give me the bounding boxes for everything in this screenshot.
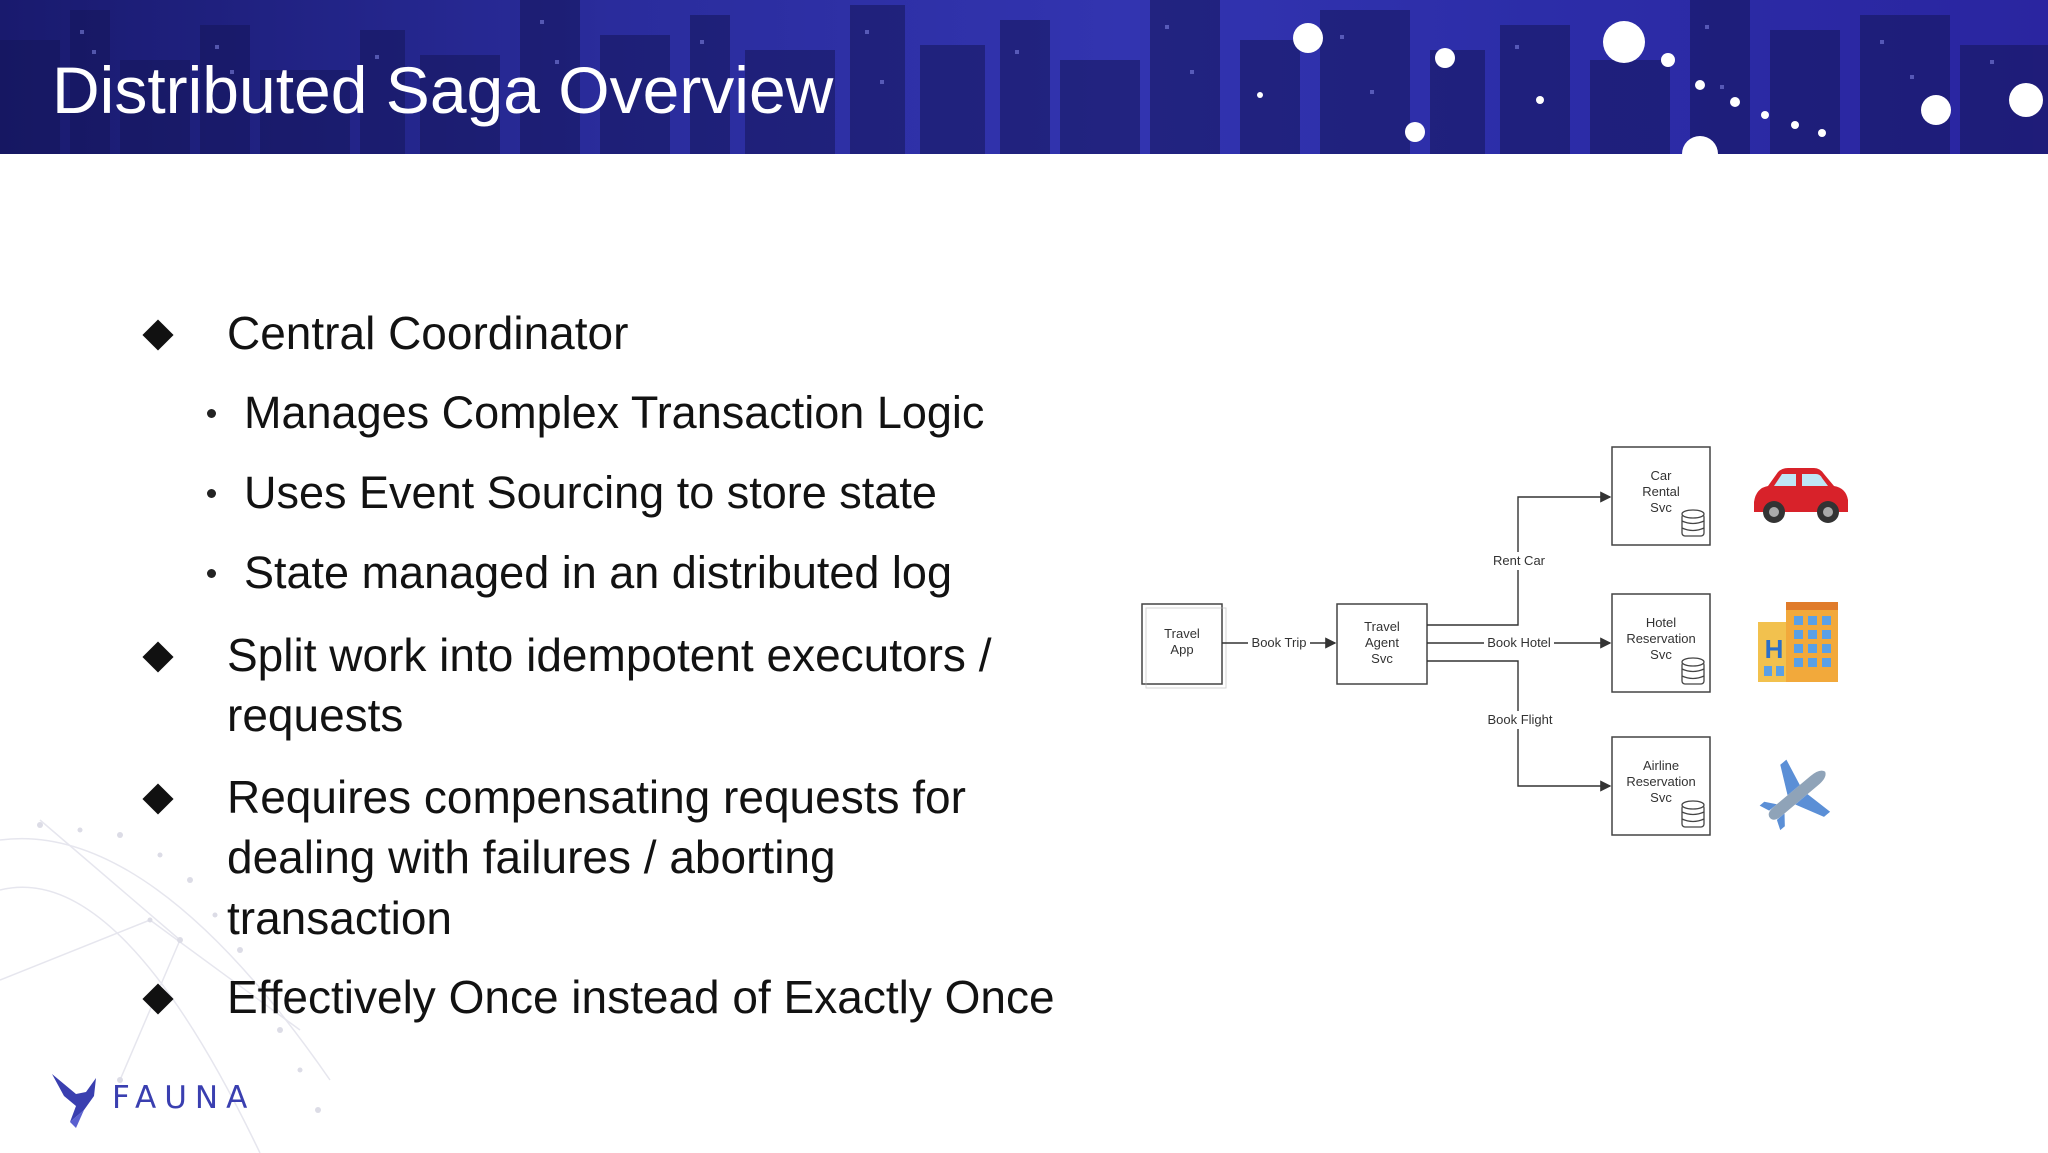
node-label: Agent <box>1365 635 1399 650</box>
database-icon <box>1681 800 1705 828</box>
database-icon <box>1681 509 1705 537</box>
bullet-text: dealing with failures / aborting <box>227 831 836 883</box>
node-label: Svc <box>1650 647 1672 662</box>
saga-architecture-diagram: Travel App Book Trip Travel Agent Svc Re… <box>1141 446 1848 836</box>
airplane-icon <box>1759 759 1831 831</box>
bullet-text: transaction <box>227 892 453 944</box>
node-label: Airline <box>1643 758 1679 773</box>
sub-bullet-text: Manages Complex Transaction Logic <box>244 387 985 438</box>
hotel-reservation-node: Hotel Reservation Svc <box>1611 593 1711 693</box>
slide-title: Distributed Saga Overview <box>52 53 834 127</box>
airline-reservation-node: Airline Reservation Svc <box>1611 736 1711 836</box>
edge-label: Book Trip <box>1252 635 1307 650</box>
node-label: Travel <box>1364 619 1400 634</box>
node-label: Travel <box>1164 626 1200 641</box>
dot-bullet-icon <box>207 569 216 578</box>
city-background <box>0 0 2048 154</box>
edge-label: Rent Car <box>1493 553 1546 568</box>
travel-agent-node: Travel Agent Svc <box>1336 603 1428 685</box>
bullet-text: Effectively Once instead of Exactly Once <box>227 971 1055 1023</box>
bullet-text: Split work into idempotent executors / <box>227 629 992 681</box>
node-label: Svc <box>1371 651 1393 666</box>
red-car-icon <box>1754 468 1848 523</box>
fauna-bird-logo-icon <box>52 1074 96 1128</box>
dot-bullet-icon <box>207 409 216 418</box>
header-banner: Distributed Saga Overview <box>0 0 2048 154</box>
brand-name: FAUNA <box>112 1080 256 1116</box>
node-label: Rental <box>1642 484 1680 499</box>
node-label: Svc <box>1650 790 1672 805</box>
decorative-network-mesh <box>0 819 331 1153</box>
node-label: Car <box>1651 468 1673 483</box>
hotel-building-icon: H <box>1758 602 1838 682</box>
node-label: Reservation <box>1626 774 1695 789</box>
node-label: Svc <box>1650 500 1672 515</box>
dot-bullet-icon <box>207 489 216 498</box>
bullet-text: Central Coordinator <box>227 307 629 359</box>
node-label: Reservation <box>1626 631 1695 646</box>
node-label: App <box>1170 642 1193 657</box>
bullet-text: requests <box>227 689 404 741</box>
edge-label: Book Flight <box>1487 712 1552 727</box>
sub-bullet-text: State managed in an distributed log <box>244 547 952 598</box>
edge-label: Book Hotel <box>1487 635 1551 650</box>
diamond-bullet-icon <box>142 319 174 351</box>
diamond-bullet-icon <box>142 641 174 673</box>
car-rental-node: Car Rental Svc <box>1611 446 1711 546</box>
svg-text:H: H <box>1765 634 1784 664</box>
sub-bullet-text: Uses Event Sourcing to store state <box>244 467 937 518</box>
travel-app-node: Travel App <box>1141 603 1227 689</box>
node-label: Hotel <box>1646 615 1676 630</box>
database-icon <box>1681 657 1705 685</box>
bullet-text: Requires compensating requests for <box>227 771 966 823</box>
